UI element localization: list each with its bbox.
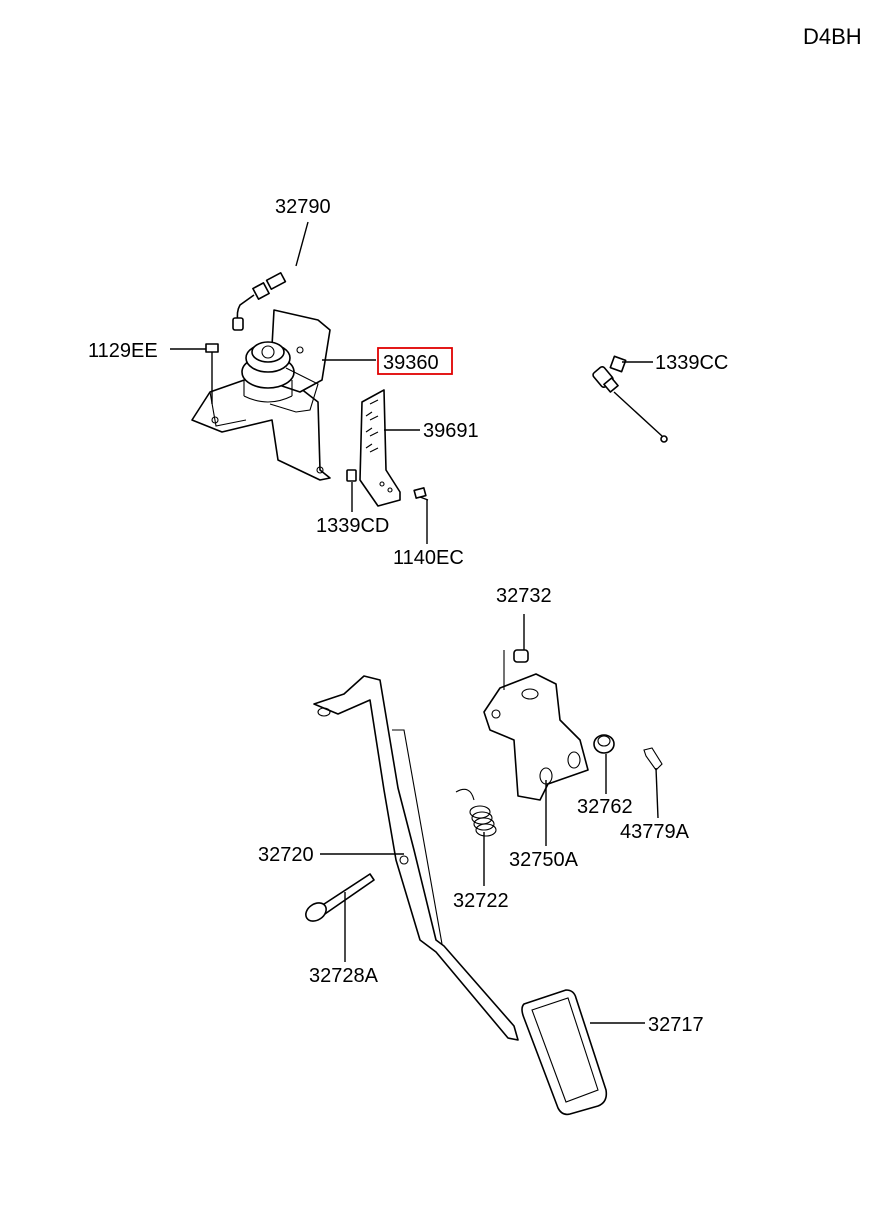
part-label-1339CC[interactable]: 1339CC — [655, 352, 728, 374]
bracket-39360-drawing — [191, 309, 331, 481]
part-label-32717[interactable]: 32717 — [648, 1014, 704, 1036]
part-label-32762[interactable]: 32762 — [577, 796, 633, 818]
highlight-box-39360 — [377, 347, 453, 375]
diagram-code: D4BH — [803, 24, 862, 49]
bushing-32762-drawing — [593, 734, 615, 754]
pedal-pad-32717-drawing — [521, 989, 608, 1116]
nut-1339CD-drawing — [346, 469, 357, 482]
part-label-32732[interactable]: 32732 — [496, 585, 552, 607]
spring-32722-drawing — [455, 788, 497, 837]
pedal-arm-32720-drawing — [313, 675, 519, 1041]
bracket-39691-drawing — [359, 389, 401, 507]
bracket-32750A-drawing — [483, 649, 589, 801]
bolt-1140EC-drawing — [413, 487, 429, 501]
part-label-32722[interactable]: 32722 — [453, 890, 509, 912]
part-label-1129EE[interactable]: 1129EE — [88, 340, 158, 362]
part-label-32728A[interactable]: 32728A — [309, 965, 379, 987]
part-label-1339CD[interactable]: 1339CD — [316, 515, 389, 537]
leader-lines — [170, 221, 659, 1024]
cable-32790-drawing — [232, 212, 668, 443]
part-label-39360[interactable]: 39360 — [383, 352, 439, 374]
part-label-1140EC[interactable]: 1140EC — [393, 547, 464, 569]
part-label-39691[interactable]: 39691 — [423, 420, 479, 442]
pin-32728A-drawing — [305, 873, 375, 922]
part-labels: 32790 1129EE 39360 1339CC 39691 1339CD 1… — [88, 196, 728, 1036]
part-label-32790[interactable]: 32790 — [275, 196, 331, 218]
part-label-32720[interactable]: 32720 — [258, 844, 314, 866]
part-label-32750A[interactable]: 32750A — [509, 849, 579, 871]
part-label-43779A[interactable]: 43779A — [620, 821, 690, 843]
clip-43779A-drawing — [643, 747, 663, 771]
